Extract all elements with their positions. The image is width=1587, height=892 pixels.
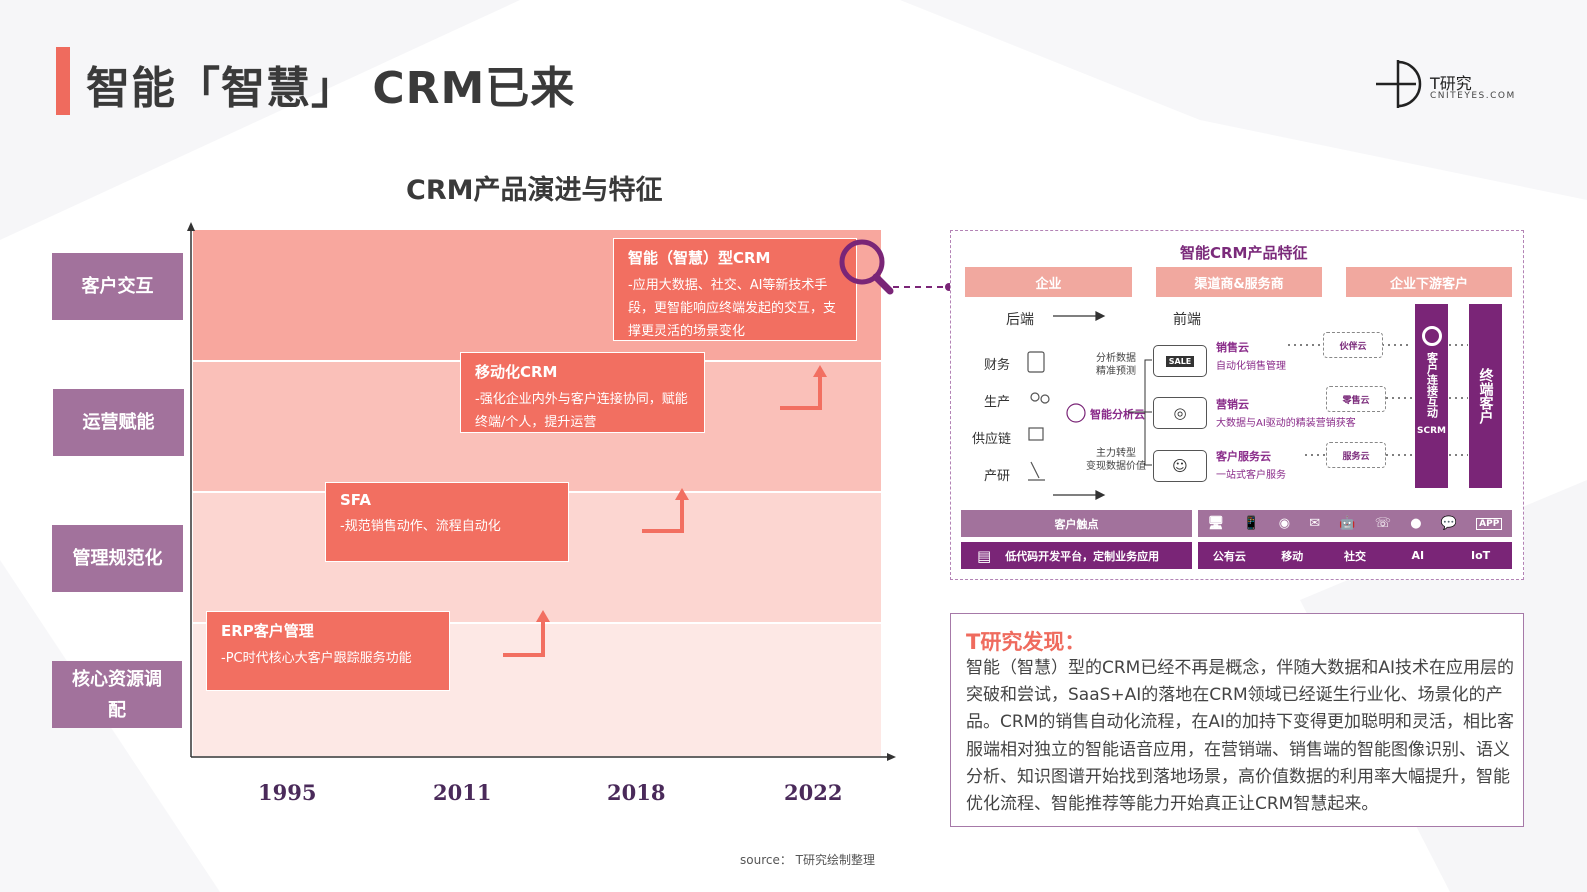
call-icon: ☏	[1374, 516, 1392, 531]
frontend-label: 前端	[1173, 312, 1201, 328]
sales-cloud-name: 销售云	[1216, 341, 1249, 354]
left-item-supply: 供应链	[972, 432, 1012, 447]
tab-enterprise: 企业	[965, 267, 1132, 297]
end-customer-text: 终端客户	[1477, 368, 1494, 424]
sale-icon: SALE	[1165, 355, 1195, 367]
android-icon: 🤖	[1339, 516, 1356, 531]
mail-icon: ✉	[1309, 516, 1321, 531]
note-text: 主力转型 变现数据价值	[1086, 448, 1146, 472]
year-label: 2018	[607, 780, 666, 805]
phone-icon: 📱	[1243, 516, 1260, 531]
service-cloud-icon: ☺	[1153, 450, 1207, 482]
ylabel-operation: 运营赋能	[53, 389, 184, 456]
marketing-cloud-name: 营销云	[1216, 398, 1249, 411]
app-icon: APP	[1476, 517, 1503, 530]
touchpoint-icons: 🖥 📱 ◉ ✉ 🤖 ☏ ● 💬 APP	[1198, 510, 1512, 537]
marketing-cloud-icon: ◎	[1153, 397, 1207, 429]
wechat-icon: 💬	[1440, 516, 1457, 531]
infra-mobile: 移动	[1281, 549, 1304, 563]
left-item-finance: 财务	[984, 358, 1011, 373]
note-transform: 主力转型 变现数据价值	[1086, 447, 1146, 473]
stage-mobile-crm: 移动化CRM -强化企业内外与客户连接协同，赋能终端/个人，提升运营	[460, 352, 705, 433]
logo-subtitle: CNITEYES.COM	[1430, 91, 1516, 101]
findings-title: T研究发现：	[966, 630, 1086, 654]
backend-label: 后端	[1006, 312, 1034, 328]
desktop-icon: 🖥	[1207, 516, 1225, 531]
ylabel-management: 管理规范化	[52, 525, 183, 592]
infra-ai: AI	[1411, 549, 1425, 562]
scrm-text: 客户连接互动	[1425, 352, 1439, 418]
infra-public-cloud: 公有云	[1212, 549, 1246, 563]
findings-body: 智能（智慧）型的CRM已经不再是概念，伴随大数据和AI技术在应用层的突破和尝试，…	[966, 658, 1514, 815]
stage-desc: -PC时代核心大客户跟踪服务功能	[221, 651, 412, 666]
stage-smart-crm: 智能（智慧）型CRM -应用大数据、社交、AI等新技术手段，更智能响应终端发起的…	[613, 238, 857, 341]
stage-erp: ERP客户管理 -PC时代核心大客户跟踪服务功能	[206, 611, 450, 691]
sales-cloud-desc: 自动化销售管理	[1216, 361, 1286, 372]
chart-axes	[187, 222, 896, 761]
service-cloud-desc: 一站式客户服务	[1216, 470, 1286, 481]
infra-bar: 公有云 移动 社交 AI IoT	[1198, 542, 1512, 569]
database-icon: ▤	[977, 546, 992, 565]
evolution-title: CRM产品演进与特征	[406, 175, 663, 206]
headset-icon: ☺	[1172, 457, 1188, 475]
title-accent-bar	[56, 47, 70, 115]
logo-mark	[1376, 60, 1422, 108]
scrm-label: SCRM	[1417, 426, 1446, 436]
stage-title: 移动化CRM	[475, 363, 558, 381]
sales-cloud-icon: SALE	[1153, 345, 1207, 377]
features-title: 智能CRM产品特征	[1180, 244, 1308, 262]
stage-desc: -规范销售动作、流程自动化	[340, 519, 501, 534]
marketing-cloud-desc: 大数据与AI驱动的精装营销获客	[1216, 418, 1356, 429]
stage-title: 智能（智慧）型CRM	[628, 249, 771, 267]
stage-sfa: SFA -规范销售动作、流程自动化	[325, 482, 569, 562]
end-customer-bar: 终端客户	[1469, 304, 1502, 488]
findings-panel	[950, 613, 1524, 827]
lowcode-label: 低代码开发平台，定制业务应用	[1005, 549, 1160, 563]
ylabel-customer-interaction: 客户交互	[52, 253, 183, 320]
source-note: source： T研究绘制整理	[740, 853, 875, 867]
touchpoint-label: 客户触点	[1054, 517, 1099, 531]
tab-downstream: 企业下游客户	[1346, 267, 1512, 297]
analysis-cloud-label: 智能分析云	[1090, 408, 1145, 421]
year-label: 2022	[784, 780, 843, 805]
service-cloud-pill: 服务云	[1326, 442, 1386, 468]
stage-title: ERP客户管理	[221, 622, 314, 640]
scrm-bar: 客户连接互动 SCRM	[1415, 304, 1448, 488]
infra-social: 社交	[1343, 549, 1366, 563]
service-cloud-name: 客户服务云	[1216, 450, 1271, 463]
lowcode-bar: ▤ 低代码开发平台，定制业务应用	[961, 542, 1192, 569]
stage-title: SFA	[340, 491, 371, 509]
left-item-production: 生产	[984, 395, 1011, 410]
left-item-rnd: 产研	[984, 469, 1011, 484]
stage-desc: -强化企业内外与客户连接协同，赋能终端/个人，提升运营	[475, 392, 688, 430]
ylabel-core-resource: 核心资源调配	[52, 661, 182, 728]
year-label: 1995	[258, 780, 317, 805]
target-icon: ◎	[1173, 404, 1187, 422]
tab-channel: 渠道商&服务商	[1156, 267, 1322, 297]
logo-name: T研究	[1430, 74, 1472, 93]
year-label: 2011	[433, 780, 492, 805]
stage-desc: -应用大数据、社交、AI等新技术手段，更智能响应终端发起的交互，支撑更灵活的场景…	[628, 278, 837, 339]
touchpoint-bar: 客户触点	[961, 510, 1192, 537]
page-title: 智能「智慧」 CRM已来	[86, 63, 576, 114]
shutter-icon	[1421, 326, 1442, 346]
shutter-icon: ◉	[1278, 516, 1291, 531]
partner-cloud-pill: 伙伴云	[1323, 332, 1383, 358]
note-text: 分析数据 精准预测	[1096, 353, 1136, 377]
infra-iot: IoT	[1471, 549, 1491, 562]
retail-cloud-pill: 零售云	[1326, 386, 1386, 412]
note-analyze: 分析数据 精准预测	[1096, 352, 1136, 378]
apple-icon: ●	[1410, 516, 1422, 531]
